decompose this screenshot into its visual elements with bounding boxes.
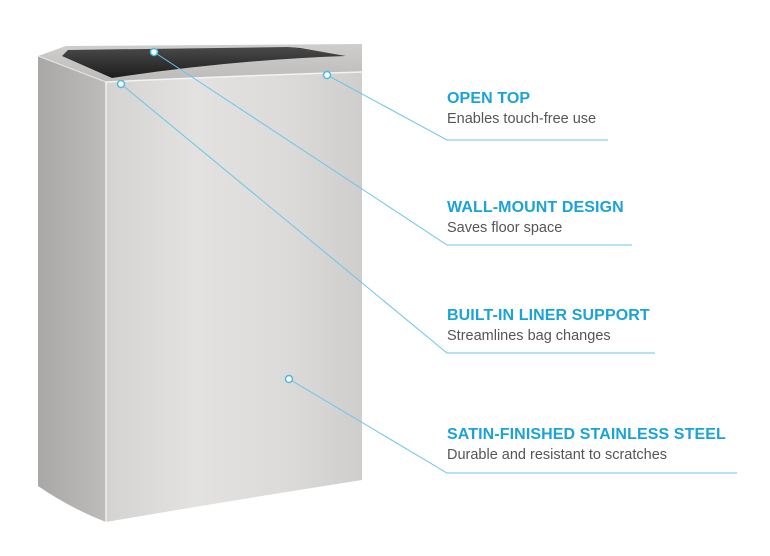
- callout-line-liner-support: [120, 83, 655, 354]
- callout-dot-stainless-steel: [284, 374, 294, 384]
- callout-dot-liner-support: [116, 79, 126, 89]
- feature-satin-finished-stainless-steel: SATIN-FINISHED STAINLESS STEEL Durable a…: [447, 425, 747, 465]
- receptacle-opening: [62, 47, 346, 78]
- feature-wall-mount-design: WALL-MOUNT DESIGN Saves floor space: [447, 198, 747, 238]
- feature-title: WALL-MOUNT DESIGN: [447, 199, 624, 216]
- feature-built-in-liner-support: BUILT-IN LINER SUPPORT Streamlines bag c…: [447, 306, 747, 346]
- callout-line-wall-mount: [153, 51, 632, 246]
- callout-dot-open-top: [322, 70, 332, 80]
- callout-dot-wall-mount: [149, 47, 159, 57]
- feature-description: Streamlines bag changes: [447, 328, 611, 344]
- feature-description: Durable and resistant to scratches: [447, 447, 668, 463]
- receptacle-front-panel: [106, 72, 362, 522]
- feature-open-top: OPEN TOP Enables touch-free use: [447, 89, 747, 129]
- callout-line-open-top: [326, 74, 608, 141]
- callout-line-stainless-steel: [288, 378, 737, 474]
- feature-description: Enables touch-free use: [447, 111, 597, 127]
- feature-title: BUILT-IN LINER SUPPORT: [447, 307, 650, 324]
- receptacle-side-panel: [38, 56, 106, 522]
- feature-title: OPEN TOP: [447, 90, 531, 107]
- feature-description: Saves floor space: [447, 220, 563, 236]
- feature-title: SATIN-FINISHED STAINLESS STEEL: [447, 426, 726, 443]
